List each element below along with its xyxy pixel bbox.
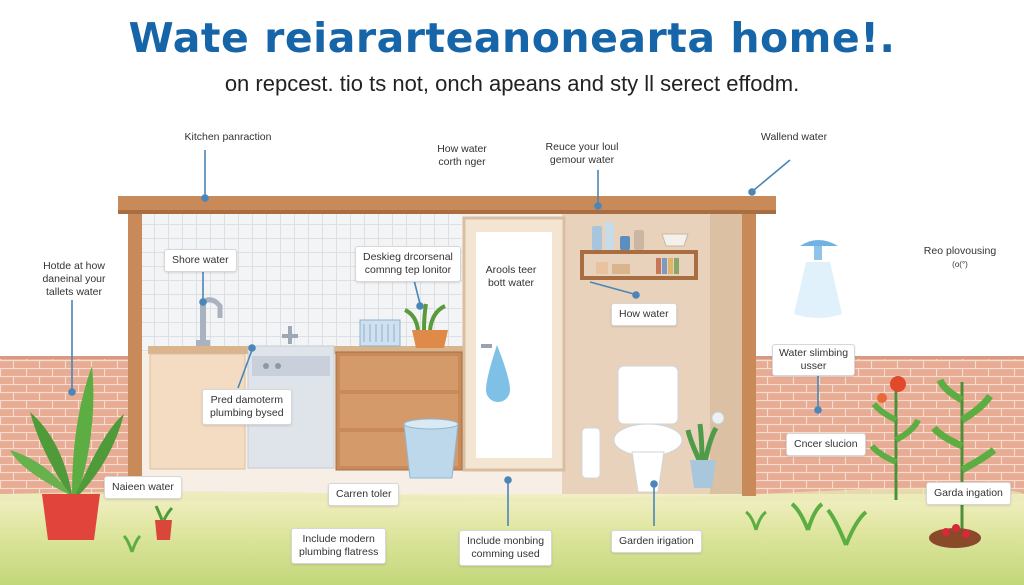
bathroom-shelf — [580, 250, 698, 280]
right-post — [742, 214, 756, 496]
dish-rack — [359, 319, 401, 347]
small-pot-icon — [154, 505, 174, 540]
tomato-plant-icon — [929, 378, 997, 548]
callout-carren: Carren toler — [328, 483, 400, 506]
label-kitchen: Kitchen panraction — [184, 131, 272, 143]
bathroom-plant-icon — [685, 423, 719, 488]
callout-how-water: How water — [611, 303, 677, 326]
label-walland: Wallend water — [760, 131, 828, 143]
page-title: Wate reiararteanonearta home!. — [128, 14, 896, 62]
flower-plant-icon — [869, 376, 921, 500]
tile-backsplash — [142, 214, 462, 352]
label-reo: Reo plovousing(o(°) — [923, 245, 997, 269]
page-subtitle: on repcest. tio ts not, onch apeans and … — [224, 71, 800, 96]
left-post — [128, 214, 142, 496]
counter-plant-icon — [404, 303, 448, 348]
bucket-icon — [403, 418, 459, 479]
toilet-icon — [613, 365, 683, 493]
brick-wall-right — [755, 356, 1024, 496]
callout-cncer: Cncer slucion — [786, 433, 866, 456]
sprout-icons — [122, 502, 868, 553]
callout-naieen: Naieen water — [104, 476, 182, 499]
callout-shore-water: Shore water — [164, 249, 237, 272]
showerhead-icon — [794, 240, 842, 318]
callout-garda-ingation: Garda ingation — [926, 482, 1011, 505]
left-plant-icon — [10, 366, 124, 540]
water-drop-icon — [486, 345, 510, 402]
callout-garden-irrigation: Garden irigation — [611, 530, 702, 553]
roof-beam — [118, 196, 776, 214]
